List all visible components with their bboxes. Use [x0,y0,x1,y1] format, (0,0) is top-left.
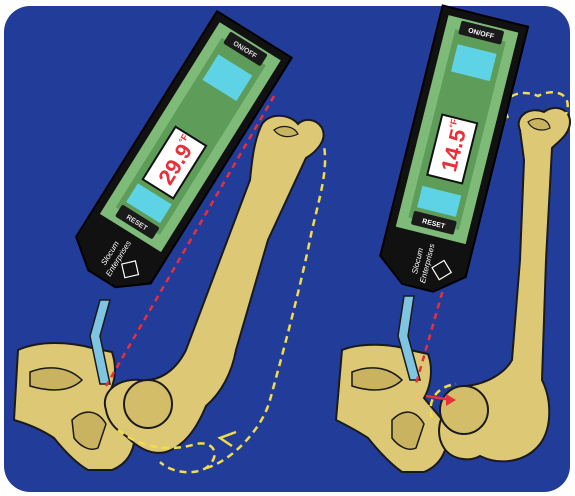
left-femur-head [124,380,172,428]
right-femur-head [440,386,488,434]
